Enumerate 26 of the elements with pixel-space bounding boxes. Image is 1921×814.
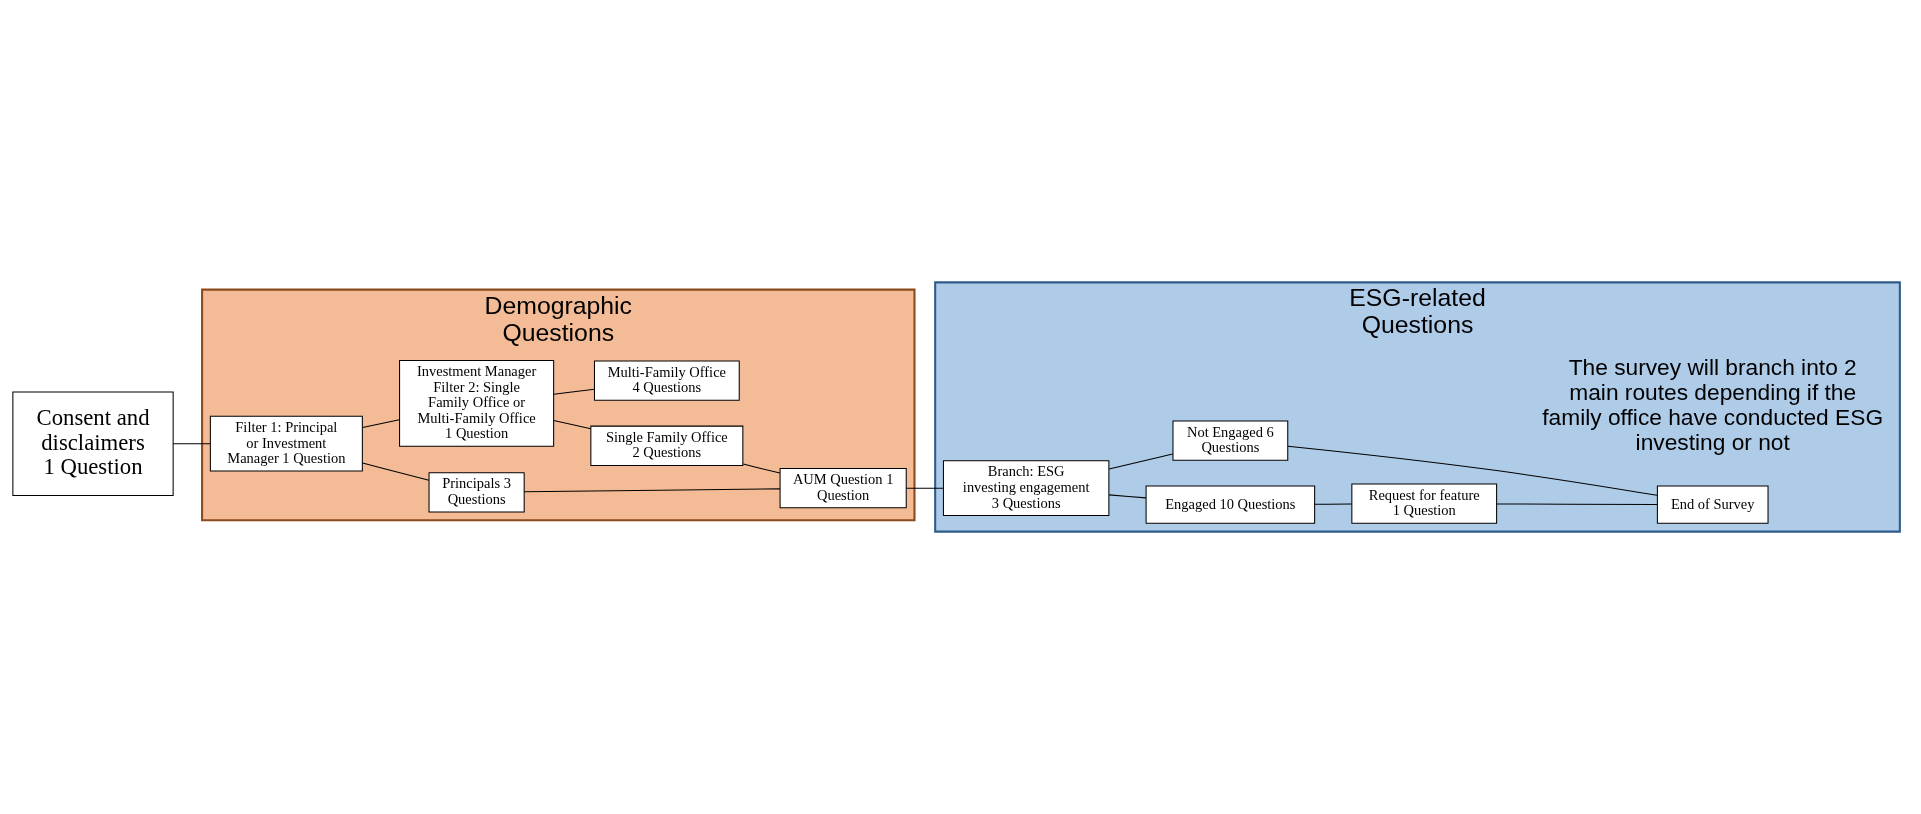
connector <box>742 463 781 474</box>
node-box: End of Survey <box>1656 485 1769 524</box>
connector <box>553 420 592 430</box>
connector <box>172 443 211 445</box>
connector <box>1496 503 1658 506</box>
node-box: Engaged 10 Questions <box>1145 485 1316 524</box>
node-box: Multi-Family Office 4 Questions <box>593 360 740 401</box>
node-box: Filter 1: Principal or Investment Manager 1 Question <box>209 415 363 472</box>
connector <box>362 462 430 481</box>
node-box: Single Family Office 2 Questions <box>590 425 744 466</box>
node-box: Not Engaged 6 Questions <box>1172 420 1289 461</box>
node-box: Branch: ESG investing engagement 3 Questions <box>942 460 1110 517</box>
connector <box>553 388 595 395</box>
connector <box>362 419 400 429</box>
connector <box>523 488 781 493</box>
label: The survey will branch into 2 main routes depending if the family office have conducted ESG investing or not <box>1542 354 1884 455</box>
connector <box>1108 494 1147 499</box>
connector <box>1287 445 1658 496</box>
connector <box>1314 503 1353 505</box>
node-box: Investment Manager Filter 2: Single Family Office or Multi-Family Office 1 Question <box>399 359 555 447</box>
node-box: AUM Question 1 Question <box>779 468 907 509</box>
node-box: Principals 3 Questions <box>428 472 525 513</box>
node-box: Request for feature 1 Question <box>1351 483 1498 524</box>
connector <box>1108 453 1174 470</box>
node-box: Consent and disclaimers 1 Question <box>12 391 174 496</box>
connector <box>905 487 944 489</box>
